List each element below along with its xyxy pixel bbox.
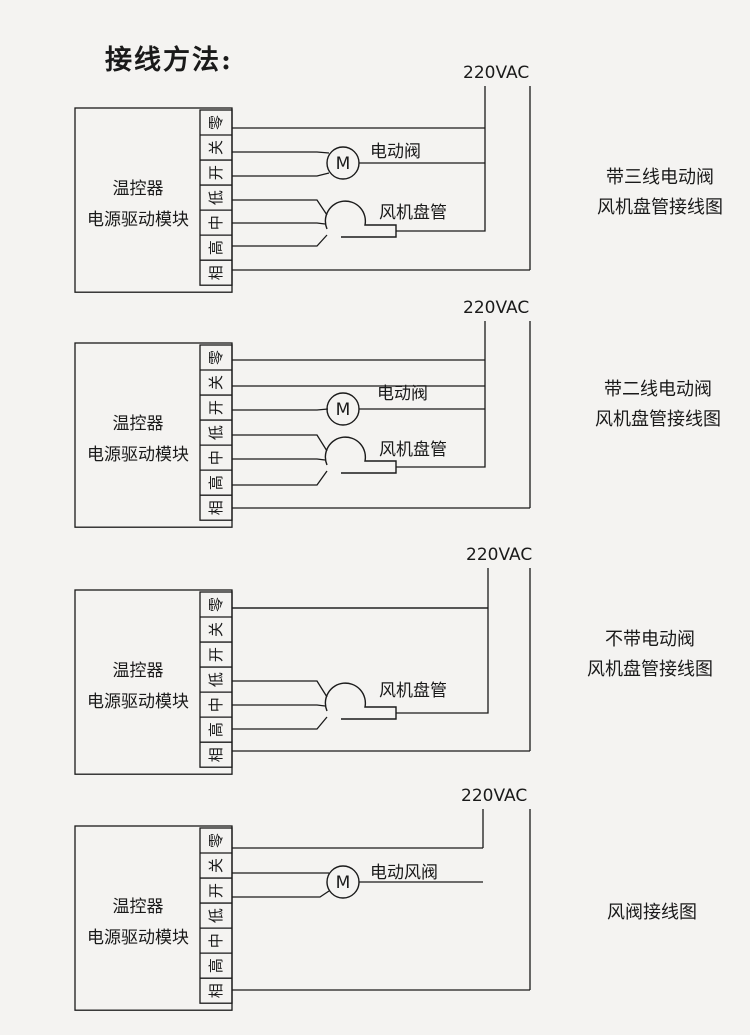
terminal-block [199, 591, 233, 768]
terminal-label: 中 [207, 215, 225, 230]
terminal-label: 中 [207, 450, 225, 465]
supply-voltage-label: 220VAC [463, 63, 529, 83]
terminal-label: 零 [207, 597, 225, 612]
fan-low-wire [232, 434, 328, 452]
caption-line: 风机盘管接线图 [595, 409, 721, 430]
box-label-driver-module: 电源驱动模块 [87, 445, 189, 465]
valve-label: 电动风阀 [370, 863, 438, 883]
terminal-label: 零 [207, 350, 225, 365]
fan-neutral-wire [396, 128, 486, 232]
caption-diagram-4: 风阀接线图 [552, 898, 750, 928]
box-label-thermostat: 温控器 [113, 414, 164, 434]
terminal-label: 关 [207, 140, 225, 155]
supply-voltage-label: 220VAC [461, 786, 527, 806]
terminal-label: 开 [207, 647, 225, 662]
fan-high-wire [232, 716, 328, 730]
terminal-label: 关 [207, 622, 225, 637]
caption-line: 风机盘管接线图 [597, 197, 723, 218]
terminal-block [199, 827, 233, 1004]
valve-open-wire [232, 172, 330, 177]
fan-coil-label: 风机盘管 [379, 440, 447, 460]
terminal-block [199, 344, 233, 521]
caption-line: 不带电动阀 [605, 629, 695, 650]
supply-voltage-label: 220VAC [463, 298, 529, 318]
fan-medium-wire [232, 704, 326, 707]
terminal-label: 开 [207, 400, 225, 415]
fan-coil-symbol [324, 436, 397, 474]
caption-line: 风阀接线图 [607, 902, 697, 923]
caption-diagram-2: 带二线电动阀 风机盘管接线图 [558, 375, 750, 435]
fan-coil-label: 风机盘管 [379, 681, 447, 701]
fan-low-wire [232, 680, 328, 698]
terminal-label: 中 [207, 697, 225, 712]
valve-motor-symbol: M [336, 873, 351, 893]
terminal-label: 低 [207, 908, 225, 923]
valve-label: 电动阀 [377, 384, 428, 404]
fan-medium-wire [232, 458, 326, 461]
box-label-driver-module: 电源驱动模块 [87, 210, 189, 230]
valve-open-wire [232, 408, 329, 411]
terminal-label: 高 [207, 475, 225, 490]
fan-high-wire [232, 234, 328, 247]
terminal-block [199, 109, 233, 286]
valve-close-wire [232, 151, 330, 154]
terminal-label: 低 [207, 672, 225, 687]
terminal-label: 低 [207, 190, 225, 205]
terminal-label: 高 [207, 240, 225, 255]
fan-low-wire [232, 199, 328, 216]
terminal-label: 关 [207, 375, 225, 390]
terminal-label: 高 [207, 958, 225, 973]
box-label-thermostat: 温控器 [113, 897, 164, 917]
supply-voltage-label: 220VAC [466, 545, 532, 565]
valve-open-wire [232, 890, 330, 898]
terminal-label: 关 [207, 858, 225, 873]
fan-high-wire [232, 470, 328, 486]
caption-diagram-3: 不带电动阀 风机盘管接线图 [550, 625, 750, 685]
box-label-thermostat: 温控器 [113, 179, 164, 199]
terminal-label: 中 [207, 933, 225, 948]
caption-line: 风机盘管接线图 [587, 659, 713, 680]
terminal-label: 高 [207, 722, 225, 737]
terminal-label: 相 [207, 983, 225, 998]
page-title: 接线方法: [105, 45, 233, 76]
box-label-thermostat: 温控器 [113, 661, 164, 681]
terminal-label: 低 [207, 425, 225, 440]
caption-diagram-1: 带三线电动阀 风机盘管接线图 [560, 163, 750, 223]
terminal-label: 相 [207, 500, 225, 515]
valve-label: 电动阀 [370, 142, 421, 162]
box-label-driver-module: 电源驱动模块 [87, 928, 189, 948]
fan-neutral-wire [396, 360, 486, 468]
terminal-label: 相 [207, 747, 225, 762]
box-label-driver-module: 电源驱动模块 [87, 692, 189, 712]
fan-neutral-wire [396, 608, 489, 714]
terminal-label: 零 [207, 115, 225, 130]
caption-line: 带二线电动阀 [604, 379, 712, 400]
terminal-label: 开 [207, 165, 225, 180]
fan-coil-symbol [324, 200, 397, 238]
caption-line: 带三线电动阀 [606, 167, 714, 188]
fan-coil-symbol [324, 682, 397, 720]
valve-motor-symbol: M [336, 154, 351, 174]
fan-medium-wire [232, 222, 326, 225]
terminal-label: 相 [207, 265, 225, 280]
valve-motor-symbol: M [336, 400, 351, 420]
terminal-label: 开 [207, 883, 225, 898]
fan-coil-label: 风机盘管 [379, 203, 447, 223]
terminal-label: 零 [207, 833, 225, 848]
